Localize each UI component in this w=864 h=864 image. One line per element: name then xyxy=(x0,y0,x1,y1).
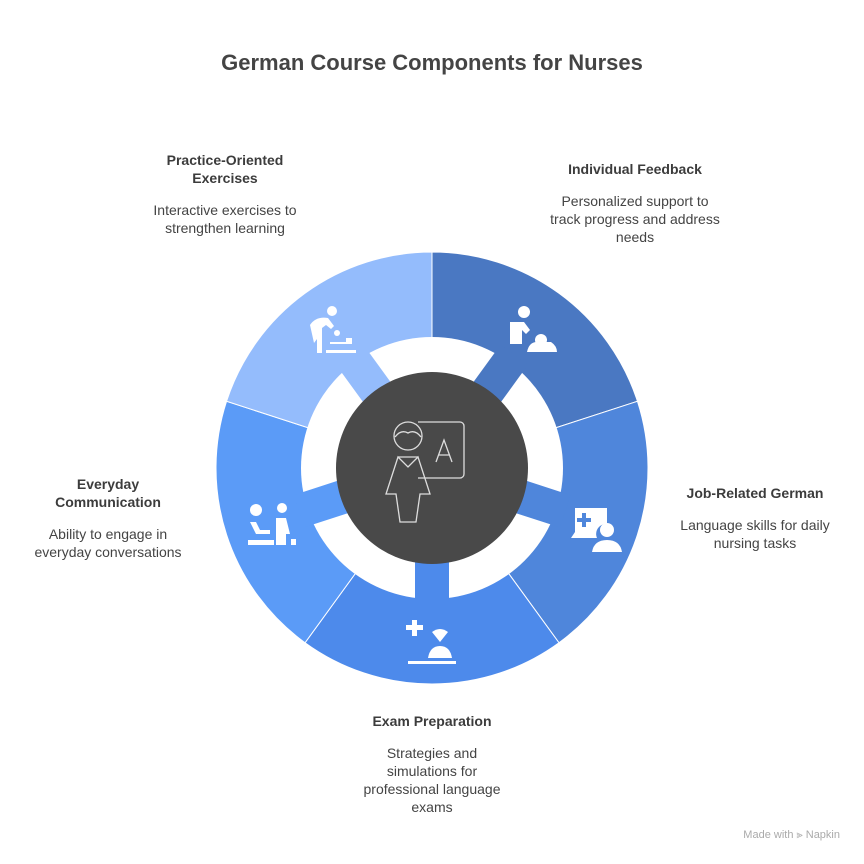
segment-description: Language skills for daily nursing tasks xyxy=(680,517,830,551)
center-circle xyxy=(336,372,528,564)
caregiver-with-patient-icon xyxy=(510,306,557,352)
segment-label-individual-feedback: Individual Feedback Personalized support… xyxy=(520,160,750,246)
napkin-watermark: Made with ⫸ Napkin xyxy=(743,829,840,841)
teacher-with-board-icon xyxy=(385,421,465,523)
waiting-room-icon xyxy=(248,503,296,545)
segment-label-practice-oriented-exercises: Practice-Oriented Exercises Interactive … xyxy=(130,151,320,237)
baby-changing-icon xyxy=(310,306,356,353)
segment-title: Job-Related German xyxy=(686,485,824,501)
segment-description: Strategies and simulations for professio… xyxy=(363,745,501,815)
page-title: German Course Components for Nurses xyxy=(221,50,643,75)
segment-description: Ability to engage in everyday conversati… xyxy=(34,526,182,560)
segment-label-everyday-communication: Everyday Communication Ability to engage… xyxy=(20,475,196,561)
nurse-medical-icon xyxy=(406,620,456,664)
segment-description: Interactive exercises to strengthen lear… xyxy=(153,202,297,236)
segment-title: Everyday Communication xyxy=(55,476,161,510)
segment-title: Practice-Oriented Exercises xyxy=(166,152,284,186)
segment-label-exam-preparation: Exam Preparation Strategies and simulati… xyxy=(342,712,522,816)
segment-label-job-related-german: Job-Related German Language skills for d… xyxy=(660,484,850,552)
segment-title: Individual Feedback xyxy=(568,161,702,177)
segment-title: Exam Preparation xyxy=(372,713,492,729)
medical-chat-icon xyxy=(571,508,622,552)
segment-description: Personalized support to track progress a… xyxy=(550,193,720,245)
